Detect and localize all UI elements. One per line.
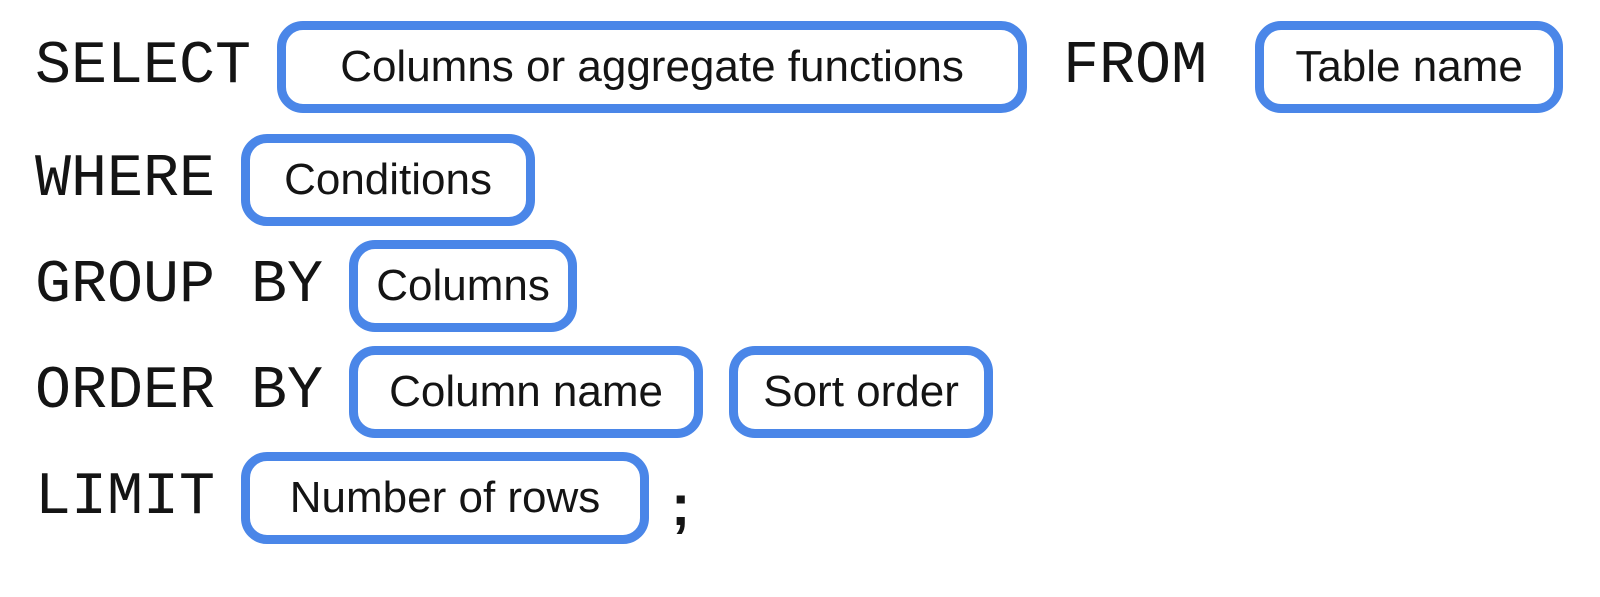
sql-line-select: SELECT Columns or aggregate functions FR… <box>35 21 1600 113</box>
slot-columns-or-aggregate-functions: Columns or aggregate functions <box>277 21 1028 113</box>
keyword-select: SELECT <box>35 33 252 101</box>
sql-line-where: WHERE Conditions <box>35 134 1600 226</box>
slot-sort-order: Sort order <box>729 346 994 438</box>
slot-columns: Columns <box>349 240 578 332</box>
keyword-order-by: ORDER BY <box>35 358 324 426</box>
keyword-from: FROM <box>1063 33 1208 101</box>
slot-number-of-rows: Number of rows <box>241 452 650 544</box>
statement-terminator: ; <box>671 473 691 538</box>
slot-column-name: Column name <box>349 346 704 438</box>
sql-line-limit: LIMIT Number of rows ; <box>35 452 1600 544</box>
slot-table-name: Table name <box>1255 21 1564 113</box>
keyword-group-by: GROUP BY <box>35 252 324 320</box>
sql-line-group-by: GROUP BY Columns <box>35 240 1600 332</box>
sql-line-order-by: ORDER BY Column name Sort order <box>35 346 1600 438</box>
keyword-limit: LIMIT <box>35 464 216 532</box>
slot-conditions: Conditions <box>241 134 536 226</box>
keyword-where: WHERE <box>35 146 216 214</box>
